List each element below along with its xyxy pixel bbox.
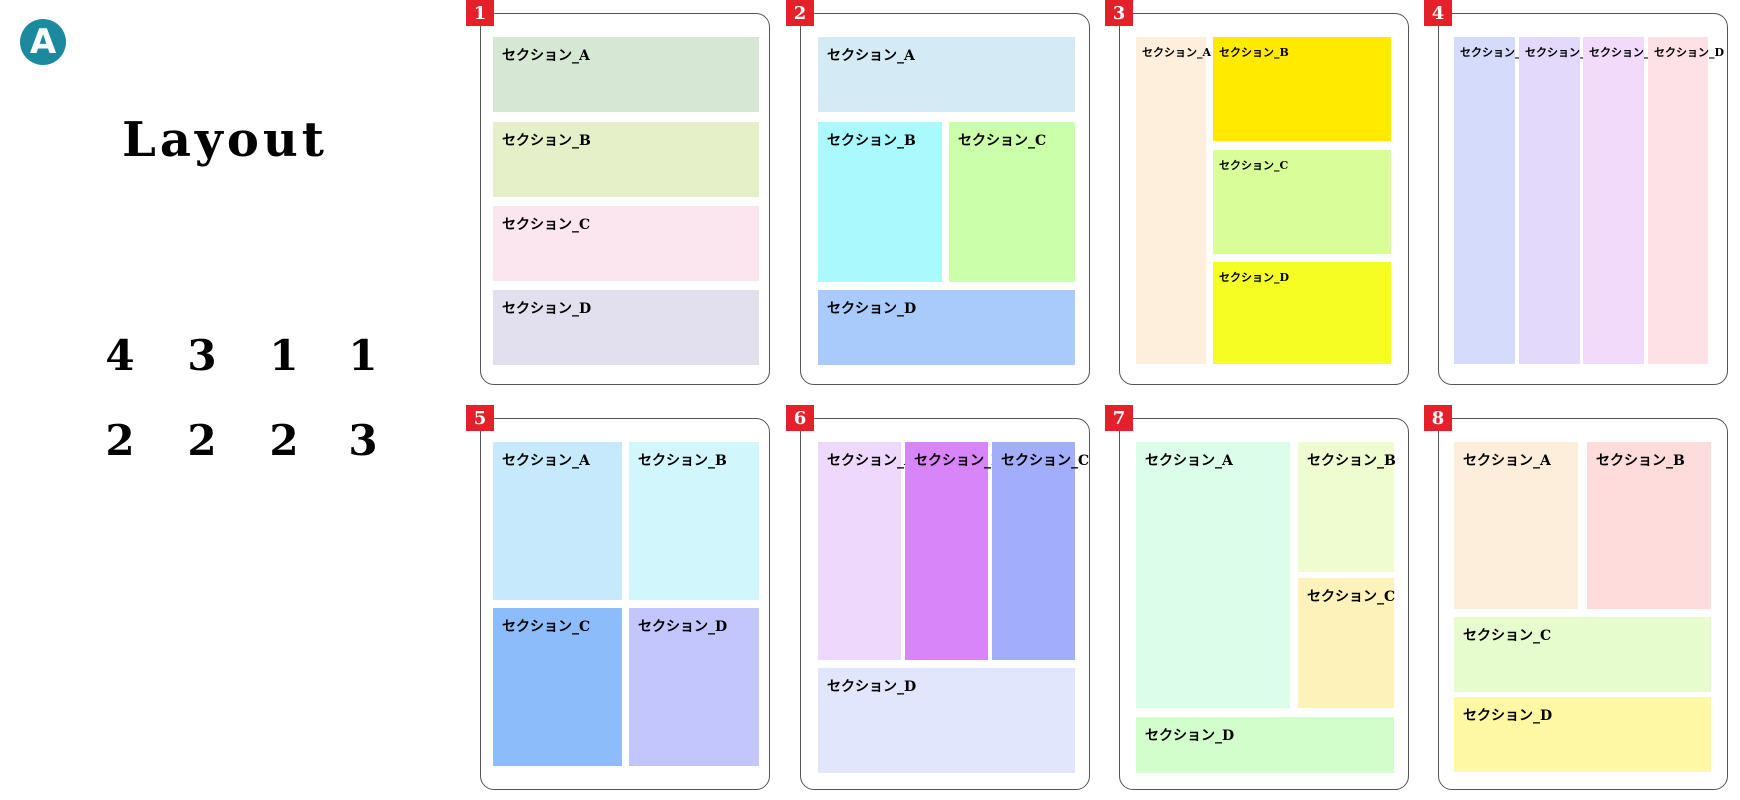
section-block-a: セクション_A bbox=[493, 442, 622, 600]
section-label: セクション_C bbox=[502, 619, 591, 635]
section-block-a: セクション_A bbox=[818, 37, 1075, 112]
section-block-a: セクション_A bbox=[1454, 37, 1529, 364]
section-label: セクション_D bbox=[1463, 708, 1553, 724]
section-block-b: セクション_B bbox=[629, 442, 759, 600]
section-block-d: セクション_D bbox=[818, 290, 1075, 365]
section-label: セクション_B bbox=[914, 453, 1003, 469]
layout-number-badge: 8 bbox=[1424, 405, 1452, 431]
section-block-b: セクション_B bbox=[1213, 37, 1391, 141]
section-block-d: セクション_D bbox=[629, 608, 759, 766]
section-label: セクション_D bbox=[1145, 728, 1235, 744]
layout-number-badge: 6 bbox=[786, 405, 814, 431]
grid-number: 2 bbox=[187, 416, 217, 465]
section-block-d: セクション_D bbox=[493, 290, 759, 365]
section-block-b: セクション_B bbox=[1519, 37, 1595, 364]
section-label: セクション_B bbox=[502, 133, 591, 149]
section-block-c: セクション_C bbox=[1583, 37, 1658, 364]
grid-number: 3 bbox=[187, 331, 217, 380]
grid-number: 3 bbox=[348, 416, 378, 465]
layout-number-badge: 5 bbox=[466, 405, 494, 431]
layout-number-badge: 3 bbox=[1105, 0, 1133, 26]
section-block-c: セクション_C bbox=[493, 206, 759, 281]
section-label: セクション_B bbox=[638, 453, 727, 469]
layout-number-badge: 2 bbox=[786, 0, 814, 26]
section-block-a: セクション_A bbox=[1136, 442, 1290, 708]
section-label: セクション_A bbox=[1460, 46, 1530, 59]
section-label: セクション_C bbox=[502, 217, 591, 233]
grid-number: 2 bbox=[105, 416, 135, 465]
grid-number: 1 bbox=[269, 331, 299, 380]
layout-number-badge: 4 bbox=[1424, 0, 1452, 26]
section-block-a: セクション_A bbox=[1136, 37, 1211, 364]
section-block-d: セクション_D bbox=[818, 668, 1075, 773]
layout-frame-3: セクション_A セクション_B セクション_C セクション_D bbox=[1119, 13, 1409, 385]
section-block-d: セクション_D bbox=[1454, 697, 1711, 772]
section-label: セクション_A bbox=[1145, 453, 1233, 469]
section-label: セクション_D bbox=[638, 619, 728, 635]
section-label: セクション_A bbox=[502, 48, 590, 64]
section-label: セクション_D bbox=[1654, 46, 1725, 59]
section-block-b: セクション_B bbox=[1298, 442, 1396, 572]
layout-frame-1: セクション_A セクション_B セクション_C セクション_D bbox=[480, 13, 770, 385]
section-block-a: セクション_A bbox=[493, 37, 759, 112]
section-label: セクション_A bbox=[1142, 46, 1212, 59]
grid-number: 1 bbox=[348, 331, 378, 380]
section-block-c: セクション_C bbox=[1454, 617, 1711, 692]
section-block-b: セクション_B bbox=[493, 122, 759, 197]
section-label: セクション_C bbox=[1219, 159, 1289, 172]
layout-frame-2: セクション_A セクション_B セクション_C セクション_D bbox=[800, 13, 1090, 385]
section-label: セクション_B bbox=[827, 133, 916, 149]
section-label: セクション_D bbox=[1219, 271, 1290, 284]
section-label: セクション_B bbox=[1596, 453, 1685, 469]
section-label: セクション_C bbox=[1463, 628, 1552, 644]
section-label: セクション_C bbox=[958, 133, 1047, 149]
layout-number-badge: 1 bbox=[466, 0, 494, 26]
section-label: セクション_D bbox=[502, 301, 592, 317]
section-label: セクション_A bbox=[827, 453, 915, 469]
section-block-c: セクション_C bbox=[949, 122, 1075, 282]
section-label: セクション_A bbox=[502, 453, 590, 469]
section-label: セクション_D bbox=[827, 679, 917, 695]
layout-number-badge: 7 bbox=[1105, 405, 1133, 431]
section-block-a: セクション_A bbox=[1454, 442, 1578, 609]
section-block-c: セクション_C bbox=[493, 608, 622, 766]
section-label: セクション_B bbox=[1219, 46, 1289, 59]
section-block-c: セクション_C bbox=[1298, 578, 1396, 708]
section-block-c: セクション_C bbox=[1213, 150, 1391, 254]
layout-frame-7: セクション_A セクション_B セクション_C セクション_D bbox=[1119, 418, 1409, 790]
badge-a-icon: A bbox=[20, 19, 66, 65]
section-block-c: セクション_C bbox=[992, 442, 1089, 660]
layout-frame-8: セクション_A セクション_B セクション_C セクション_D bbox=[1438, 418, 1728, 790]
page-title: Layout bbox=[122, 112, 328, 168]
section-label: セクション_C bbox=[1001, 453, 1090, 469]
section-block-a: セクション_A bbox=[818, 442, 915, 660]
section-block-d: セクション_D bbox=[1136, 717, 1394, 773]
grid-number: 4 bbox=[105, 331, 135, 380]
section-label: セクション_D bbox=[827, 301, 917, 317]
layout-frame-5: セクション_A セクション_B セクション_C セクション_D bbox=[480, 418, 770, 790]
section-label: セクション_B bbox=[1307, 453, 1396, 469]
section-label: セクション_C bbox=[1307, 589, 1396, 605]
section-block-b: セクション_B bbox=[818, 122, 942, 282]
section-label: セクション_A bbox=[1463, 453, 1551, 469]
section-label: セクション_A bbox=[827, 48, 915, 64]
section-block-b: セクション_B bbox=[1587, 442, 1711, 609]
grid-number: 2 bbox=[269, 416, 299, 465]
section-block-b: セクション_B bbox=[905, 442, 1003, 660]
section-block-d: セクション_D bbox=[1213, 262, 1391, 364]
section-label: セクション_B bbox=[1525, 46, 1595, 59]
section-label: セクション_C bbox=[1589, 46, 1659, 59]
section-block-d: セクション_D bbox=[1648, 37, 1724, 364]
